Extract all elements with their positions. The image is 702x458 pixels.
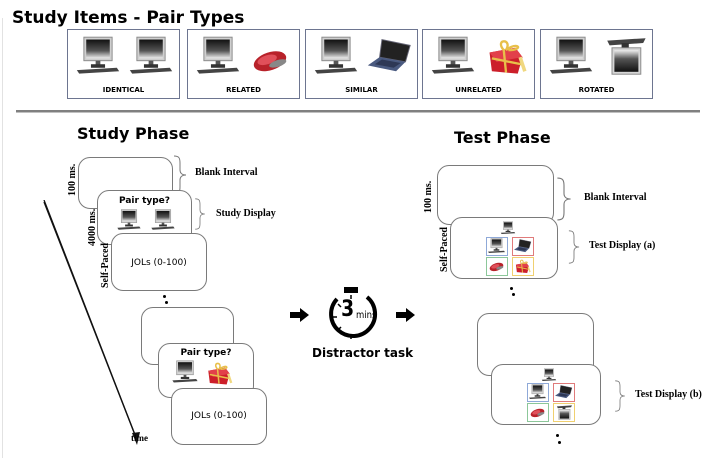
- monitor-icon: [487, 238, 506, 254]
- brace-icon: [566, 230, 582, 264]
- test-display-card-a: [450, 217, 558, 279]
- monitor-icon: [429, 36, 477, 76]
- brace-icon: [556, 177, 572, 221]
- study-blank-duration: 100 ms.: [67, 163, 78, 196]
- laptop-icon: [513, 238, 532, 254]
- monitor-icon: [500, 221, 516, 235]
- mouse-icon: [528, 404, 547, 420]
- gift-icon: [203, 360, 235, 386]
- study-display-label: Study Display: [216, 208, 276, 219]
- gift-icon: [482, 36, 530, 76]
- option-box-green[interactable]: [527, 403, 549, 422]
- study-jol-card-2: JOLs (0-100): [171, 388, 267, 445]
- time-label: time: [131, 433, 148, 443]
- test-blank-label: Blank Interval: [584, 192, 647, 203]
- option-box-yellow[interactable]: [553, 403, 575, 422]
- test-display-label-b: Test Display (b): [635, 389, 702, 400]
- option-box-green[interactable]: [486, 257, 508, 276]
- monitor-icon: [171, 360, 199, 384]
- pair-label: SIMILAR: [345, 86, 378, 94]
- option-box-blue[interactable]: [486, 237, 508, 256]
- brace-icon: [193, 198, 207, 230]
- distractor-label: Distractor task: [312, 346, 414, 360]
- pair-rotated: ROTATED: [540, 29, 653, 99]
- monitor-icon: [528, 384, 547, 400]
- study-phase-title: Study Phase: [77, 124, 190, 143]
- study-display-duration: 4000 ms.: [87, 208, 98, 246]
- ellipsis-dot: [512, 293, 515, 296]
- rotated-monitor-icon: [600, 34, 648, 76]
- stopwatch-icon: [329, 287, 378, 339]
- distractor-unit: mins: [356, 310, 377, 321]
- ellipsis-dot: [163, 295, 166, 298]
- pair-label: ROTATED: [578, 86, 615, 94]
- mouse-icon: [247, 40, 293, 78]
- monitor-icon: [127, 36, 175, 76]
- monitor-icon: [194, 36, 242, 76]
- test-display-label-a: Test Display (a): [589, 240, 656, 251]
- pair-label: UNRELATED: [455, 86, 502, 94]
- study-blank-label: Blank Interval: [195, 167, 258, 178]
- monitor-icon: [541, 368, 557, 382]
- brace-icon: [173, 155, 187, 195]
- brace-icon: [612, 380, 628, 412]
- study-jol-timing: Self-Paced: [100, 243, 111, 288]
- pair-label: RELATED: [226, 86, 261, 94]
- option-box-red[interactable]: [553, 383, 575, 402]
- section-divider: [16, 110, 700, 112]
- test-blank-card: [437, 165, 554, 225]
- page-title: Study Items - Pair Types: [12, 8, 245, 28]
- monitor-icon: [547, 36, 595, 76]
- option-box-red[interactable]: [512, 237, 534, 256]
- test-blank-duration: 100 ms.: [423, 180, 434, 213]
- ellipsis-dot: [556, 434, 559, 437]
- option-box-blue[interactable]: [527, 383, 549, 402]
- ellipsis-dot: [510, 287, 513, 290]
- mouse-icon: [487, 258, 506, 274]
- jol-text: JOLs (0-100): [131, 258, 187, 268]
- laptop-icon: [554, 384, 573, 400]
- distractor-minutes: 3: [341, 297, 355, 322]
- monitor-icon: [150, 209, 176, 231]
- monitor-icon: [312, 36, 360, 76]
- study-prompt: Pair type?: [180, 348, 232, 358]
- arrow-right-icon: [396, 308, 415, 322]
- study-prompt: Pair type?: [118, 196, 171, 206]
- ellipsis-dot: [165, 301, 168, 304]
- study-jol-card: JOLs (0-100): [111, 233, 207, 291]
- left-margin-rule: [2, 18, 3, 458]
- pair-identical: IDENTICAL: [67, 29, 180, 99]
- ellipsis-dot: [558, 441, 561, 444]
- rotated-monitor-icon: [554, 404, 573, 420]
- test-display-card-b: [491, 364, 601, 425]
- monitor-icon: [74, 36, 122, 76]
- pair-similar: SIMILAR: [305, 29, 418, 99]
- pair-unrelated: UNRELATED: [422, 29, 535, 99]
- jol-text: JOLs (0-100): [191, 411, 247, 421]
- gift-icon: [513, 258, 532, 274]
- test-display-timing: Self-Paced: [439, 227, 450, 272]
- time-arrow: [43, 200, 140, 445]
- pair-label: IDENTICAL: [102, 86, 145, 94]
- option-box-yellow[interactable]: [512, 257, 534, 276]
- arrow-right-icon: [290, 308, 309, 322]
- laptop-icon: [365, 36, 413, 76]
- pair-related: RELATED: [187, 29, 300, 99]
- test-phase-title: Test Phase: [454, 128, 551, 147]
- monitor-icon: [116, 209, 142, 231]
